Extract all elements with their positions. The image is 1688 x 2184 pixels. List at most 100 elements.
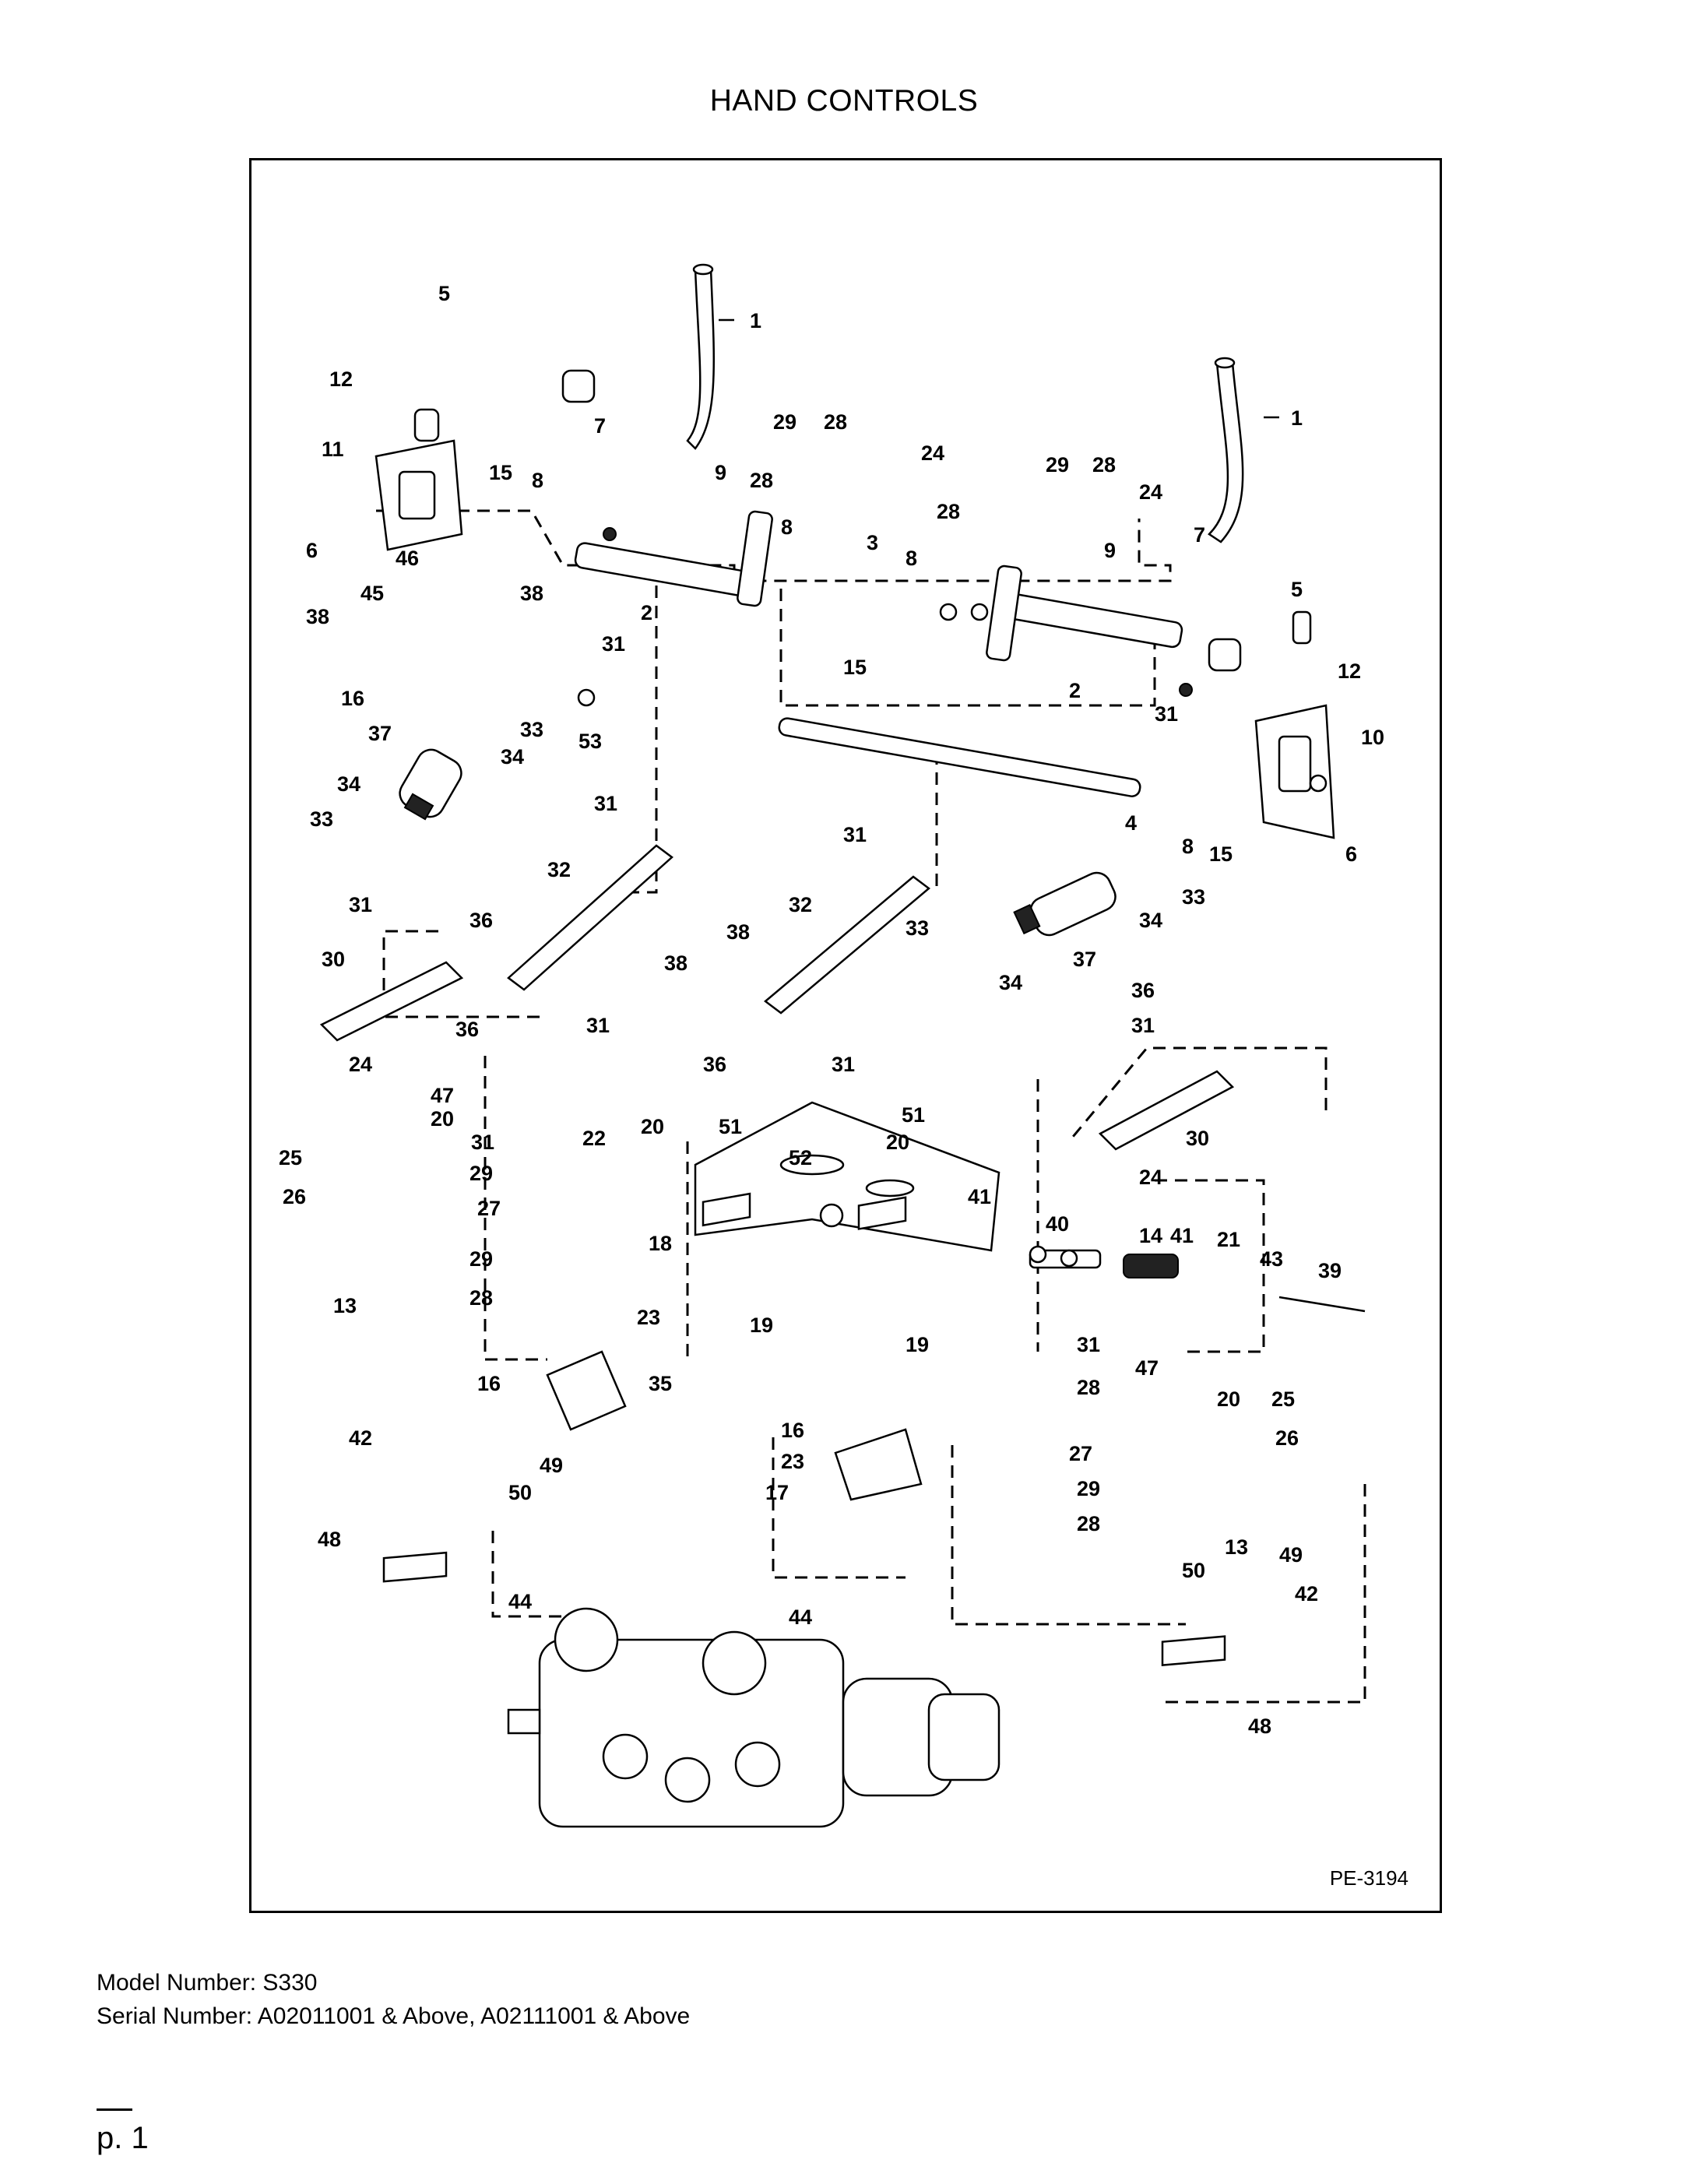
control-lever-left (686, 263, 716, 450)
svg-text:25: 25 (1271, 1387, 1295, 1411)
svg-text:15: 15 (843, 656, 867, 679)
svg-text:31: 31 (471, 1131, 494, 1154)
svg-text:36: 36 (1131, 979, 1155, 1002)
svg-text:5: 5 (1291, 578, 1303, 601)
svg-text:33: 33 (1182, 885, 1205, 909)
page-title: HAND CONTROLS (709, 84, 979, 118)
svg-text:28: 28 (937, 500, 960, 523)
svg-text:35: 35 (649, 1372, 672, 1395)
svg-text:29: 29 (469, 1247, 493, 1271)
svg-text:31: 31 (1131, 1014, 1155, 1037)
svg-text:9: 9 (715, 461, 726, 484)
link-arm-left (319, 844, 673, 1042)
svg-text:8: 8 (781, 515, 793, 539)
svg-text:12: 12 (1338, 659, 1361, 683)
svg-text:15: 15 (489, 461, 512, 484)
svg-text:28: 28 (750, 469, 773, 492)
svg-text:32: 32 (547, 858, 571, 881)
svg-text:26: 26 (283, 1185, 306, 1208)
svg-text:6: 6 (306, 539, 318, 562)
svg-text:20: 20 (431, 1107, 454, 1131)
svg-text:48: 48 (318, 1528, 341, 1551)
svg-text:3: 3 (867, 531, 878, 554)
control-shaft-right (986, 564, 1183, 662)
svg-text:53: 53 (578, 730, 602, 753)
svg-text:36: 36 (469, 909, 493, 932)
svg-text:18: 18 (649, 1232, 672, 1255)
svg-text:51: 51 (902, 1103, 925, 1127)
mount-bracket-left (375, 439, 463, 551)
serial-number: Serial Number: A02011001 & Above, A02111… (97, 2003, 691, 2029)
spring-and-rod (1029, 1249, 1366, 1313)
svg-text:1: 1 (1291, 406, 1303, 430)
svg-text:31: 31 (1077, 1333, 1100, 1356)
svg-text:6: 6 (1345, 842, 1357, 866)
svg-text:15: 15 (1209, 842, 1233, 866)
svg-text:20: 20 (641, 1115, 664, 1138)
svg-text:25: 25 (279, 1146, 302, 1169)
svg-text:29: 29 (1077, 1477, 1100, 1500)
svg-text:28: 28 (1077, 1512, 1100, 1535)
svg-text:8: 8 (532, 469, 543, 492)
svg-text:2: 2 (1069, 679, 1081, 702)
bracket-35 (546, 1350, 627, 1431)
svg-text:37: 37 (368, 722, 392, 745)
svg-text:21: 21 (1217, 1228, 1240, 1251)
svg-text:50: 50 (508, 1481, 532, 1504)
svg-text:38: 38 (664, 951, 688, 975)
svg-text:52: 52 (789, 1146, 812, 1169)
svg-text:41: 41 (968, 1185, 991, 1208)
page-number: p. 1 (97, 2121, 149, 2155)
svg-text:1: 1 (750, 309, 761, 332)
svg-text:24: 24 (349, 1053, 372, 1076)
svg-text:50: 50 (1182, 1559, 1205, 1582)
svg-text:27: 27 (477, 1197, 501, 1220)
svg-text:5: 5 (438, 282, 450, 305)
footer-rule (97, 2108, 132, 2111)
svg-text:31: 31 (349, 893, 372, 916)
hydrostatic-pump (507, 1607, 1000, 1828)
svg-text:10: 10 (1361, 726, 1384, 749)
svg-text:28: 28 (824, 410, 847, 434)
svg-text:2: 2 (641, 601, 652, 624)
svg-text:24: 24 (1139, 1166, 1162, 1189)
svg-text:51: 51 (719, 1115, 742, 1138)
svg-text:47: 47 (431, 1084, 454, 1107)
exploded-parts-diagram: 1 1 2 2 3 4 5 5 6 6 7 7 8 8 8 8 9 9 10 1… (279, 263, 1384, 1828)
svg-text:28: 28 (1092, 453, 1116, 477)
svg-text:14: 14 (1139, 1224, 1162, 1247)
damper-right (1013, 871, 1117, 937)
svg-text:20: 20 (1217, 1387, 1240, 1411)
svg-text:19: 19 (906, 1333, 929, 1356)
svg-text:49: 49 (540, 1454, 563, 1477)
svg-text:34: 34 (501, 745, 524, 768)
svg-text:24: 24 (1139, 480, 1162, 504)
svg-text:32: 32 (789, 893, 812, 916)
svg-text:31: 31 (602, 632, 625, 656)
svg-text:31: 31 (832, 1053, 855, 1076)
svg-text:38: 38 (306, 605, 329, 628)
svg-text:23: 23 (781, 1450, 804, 1473)
svg-text:29: 29 (773, 410, 797, 434)
svg-text:38: 38 (726, 920, 750, 944)
control-lever-right (1208, 357, 1244, 543)
svg-text:36: 36 (455, 1018, 479, 1041)
svg-text:46: 46 (396, 547, 419, 570)
svg-text:22: 22 (582, 1127, 606, 1150)
svg-text:45: 45 (360, 582, 384, 605)
svg-text:27: 27 (1069, 1442, 1092, 1465)
svg-text:33: 33 (906, 916, 929, 940)
svg-text:36: 36 (703, 1053, 726, 1076)
svg-text:30: 30 (322, 948, 345, 971)
mount-bracket-right (1254, 704, 1335, 839)
cross-shaft (778, 717, 1141, 797)
parts-diagram-frame: 1 1 2 2 3 4 5 5 6 6 7 7 8 8 8 8 9 9 10 1… (249, 158, 1442, 1913)
svg-text:44: 44 (789, 1605, 812, 1629)
svg-text:34: 34 (999, 971, 1022, 994)
svg-text:16: 16 (341, 687, 364, 710)
callout-labels: 1 1 2 2 3 4 5 5 6 6 7 7 8 8 8 8 9 9 10 1… (279, 282, 1384, 1738)
svg-text:40: 40 (1046, 1212, 1069, 1236)
svg-text:31: 31 (586, 1014, 610, 1037)
svg-text:30: 30 (1186, 1127, 1209, 1150)
svg-text:49: 49 (1279, 1543, 1303, 1567)
